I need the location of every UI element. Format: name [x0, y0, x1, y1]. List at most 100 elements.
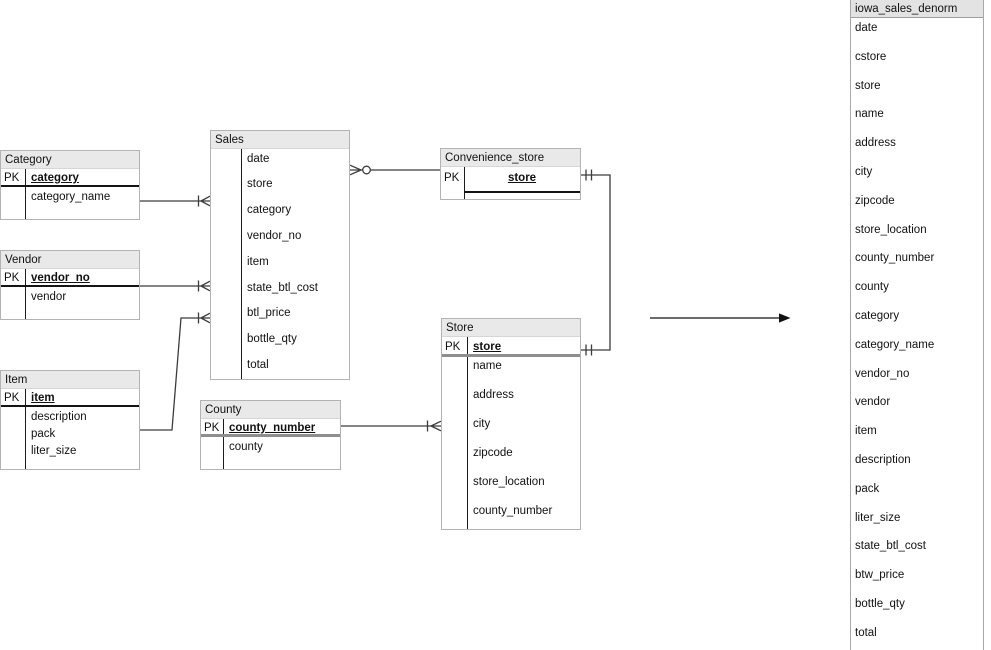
relationship-line [140, 317, 210, 431]
entity-field: state_btl_cost [247, 281, 318, 294]
denorm-field: cstore [855, 50, 887, 63]
denorm-field: address [855, 137, 896, 150]
relationship-convenience-store-sales[interactable] [349, 164, 440, 176]
pk-row-divider [442, 354, 580, 357]
denorm-field: county [855, 281, 889, 294]
crow-foot-many [200, 312, 211, 324]
entity-field: store_location [473, 476, 545, 488]
cardinality-zero-circle [362, 165, 371, 175]
denorm-field: item [855, 425, 877, 438]
denorm-field: store_location [855, 223, 927, 236]
denorm-field: btw_price [855, 569, 905, 582]
crow-foot-many [200, 280, 211, 292]
pk-column-divider [25, 269, 26, 319]
entity-field: address [473, 389, 514, 401]
pk-label: PK [4, 272, 20, 284]
pk-field: store [507, 172, 537, 184]
denorm-field: zipcode [855, 194, 895, 207]
crow-foot-many [200, 195, 211, 207]
pk-column-divider [25, 169, 26, 219]
pk-row-divider [201, 434, 340, 437]
pk-column-divider [464, 167, 465, 199]
pk-column-divider [25, 389, 26, 469]
entity-field: btl_price [247, 307, 291, 320]
entity-title[interactable]: Item [1, 371, 139, 389]
entity-field: zipcode [473, 447, 513, 459]
entity-title[interactable]: Store [442, 319, 580, 337]
relationship-line [581, 174, 611, 351]
pk-field: category [31, 172, 79, 184]
entity-field: city [473, 418, 491, 430]
relationship-item-sales[interactable] [140, 312, 211, 431]
denorm-field: liter_size [855, 511, 901, 524]
entity-field: county_number [473, 505, 553, 517]
arrowhead [779, 313, 791, 323]
pk-field: store [473, 341, 502, 353]
entity-body: PK category category_name [1, 169, 139, 219]
relationship-vendor-sales[interactable] [140, 280, 211, 292]
denorm-field: date [855, 22, 878, 34]
entity-field: description [31, 411, 87, 423]
pk-row-divider [1, 185, 139, 187]
pk-column-divider [223, 419, 224, 469]
pk-label: PK [4, 172, 20, 184]
entity-title[interactable]: Sales [211, 131, 349, 149]
entity-field: liter_size [31, 445, 77, 457]
entity-title[interactable]: Vendor [1, 251, 139, 269]
pk-row-divider [1, 285, 139, 287]
entity-field: date [247, 152, 270, 165]
denorm-field: state_btl_cost [855, 540, 926, 553]
entity-field: name [473, 360, 502, 372]
denorm-field: bottle_qty [855, 598, 905, 610]
denorm-field: vendor_no [855, 367, 910, 380]
entity-title[interactable]: County [201, 401, 340, 419]
entity-body: PK store [441, 167, 580, 199]
denorm-field: city [855, 166, 873, 178]
denorm-field: county_number [855, 252, 935, 265]
entity-field: vendor_no [247, 229, 302, 242]
entity-field: total [247, 358, 269, 371]
entity-field: vendor [31, 291, 67, 303]
denorm-field: vendor [855, 396, 891, 409]
denorm-field: category_name [855, 338, 935, 351]
denorm-field: category [855, 310, 900, 322]
pk-field: vendor_no [31, 272, 90, 284]
denorm-field: store [855, 79, 881, 92]
pk-row-divider [464, 191, 580, 193]
entity-field: category [247, 204, 292, 217]
relationship-convenience-store-store[interactable] [581, 169, 611, 356]
pk-label: PK [444, 172, 460, 184]
crow-foot-many [349, 164, 362, 176]
transform-arrow [650, 313, 791, 323]
entity-title[interactable]: Category [1, 151, 139, 169]
entity-field: store [247, 178, 273, 191]
entity-field: category_name [31, 191, 111, 203]
denorm-field: pack [855, 482, 880, 495]
relationship-county-store[interactable] [341, 420, 442, 432]
pk-label: PK [204, 422, 220, 434]
pk-column-divider [241, 149, 242, 379]
pk-field: item [31, 392, 55, 404]
entity-body: PK store name address city zipcode store_locat… [442, 337, 580, 529]
pk-row-divider [1, 405, 139, 407]
entity-title[interactable]: Convenience_store [441, 149, 580, 167]
cardinality-one-ticks [585, 169, 593, 356]
entity-field: county [229, 441, 263, 453]
pk-label: PK [445, 341, 461, 353]
denorm-field: description [855, 454, 911, 466]
relationship-category-sales[interactable] [140, 195, 211, 207]
entity-field: pack [31, 428, 56, 440]
